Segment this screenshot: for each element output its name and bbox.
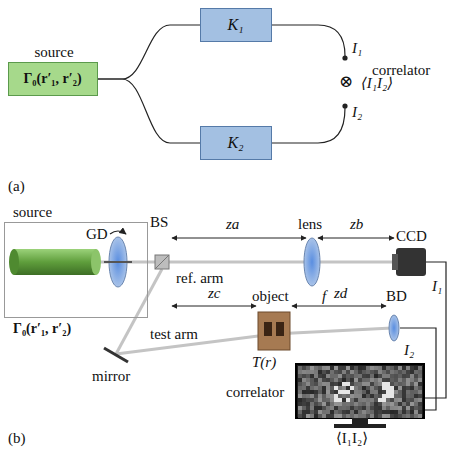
signal-name: I₂: [352, 104, 362, 121]
part-name: BD: [386, 288, 407, 305]
part-name: BS: [150, 214, 168, 231]
panel-label: (b): [8, 430, 26, 447]
kernel-name: K₁: [227, 16, 243, 34]
part-name: object: [252, 288, 289, 305]
rotating-disk: [104, 231, 132, 287]
part-name: lens: [298, 216, 322, 233]
arm-name: test arm: [150, 326, 198, 343]
heading: source: [13, 204, 52, 221]
block-name: correlator: [226, 384, 284, 401]
light-beam: [98, 262, 396, 354]
signal-name: I₂: [404, 342, 414, 359]
signal-name: I₁: [432, 278, 442, 295]
distance: zb: [350, 216, 363, 233]
object-mask: [258, 312, 290, 350]
part-name: CCD: [396, 228, 427, 245]
coherence-function: Γ₀(r′₁, r′₂): [13, 321, 71, 336]
kernel-box: K₁: [200, 8, 272, 42]
beam-splitter: [155, 255, 169, 269]
bucket-detector: [389, 315, 399, 341]
part-name: mirror: [92, 368, 130, 385]
source-box: sourceΓ₀(r′₁, r′₂): [8, 62, 98, 96]
part-name: GD: [86, 226, 108, 243]
distance: za: [226, 216, 239, 233]
correlation: ⟨I₁I₂⟩: [336, 430, 368, 447]
product-symbol: ⊗: [339, 73, 353, 92]
source-housing: sourceΓ₀(r′₁, r′₂): [4, 222, 148, 318]
mirror: [104, 348, 128, 362]
lens: [304, 238, 320, 286]
correlator-monitor: [296, 364, 424, 428]
connector: [98, 25, 200, 79]
laser: [9, 249, 101, 275]
detector-dot: [342, 55, 347, 60]
connector: [98, 79, 200, 143]
distance-arrow: [172, 238, 394, 306]
coherence-function: Γ₀(r′₁, r′₂): [23, 71, 81, 86]
distance: zd: [334, 285, 347, 302]
heading: source: [34, 44, 73, 61]
correlation: ⟨I₁I₂⟩: [361, 75, 393, 92]
transmission: T(r): [252, 354, 276, 371]
distance: zc: [208, 285, 221, 302]
kernel-box: K₂: [200, 126, 272, 160]
ccd-camera: [392, 248, 426, 276]
kernel-name: K₂: [227, 134, 243, 152]
signal-name: I₁: [352, 40, 362, 57]
focal-length: f: [322, 288, 326, 305]
signal-wire: [272, 25, 345, 143]
detector-dot: [342, 103, 347, 108]
arm-name: ref. arm: [176, 270, 223, 287]
panel-label: (a): [8, 178, 25, 195]
